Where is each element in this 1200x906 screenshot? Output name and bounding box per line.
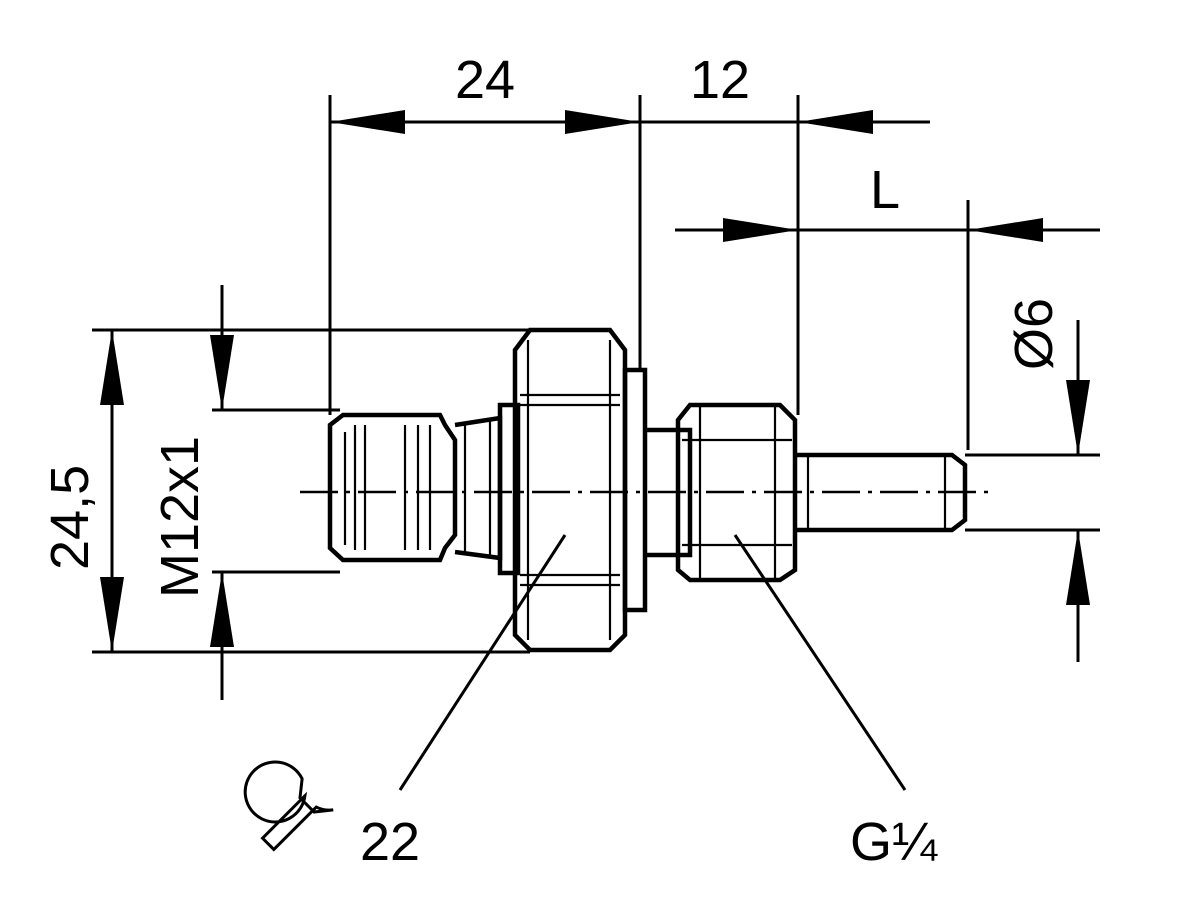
dimension-diameter-6: Ø6 [965,298,1100,662]
compression-fitting [675,402,798,583]
dimension-24-5: 24,5 [40,328,530,654]
connector-body [327,412,458,563]
dim-24-5-label: 24,5 [40,465,100,570]
dimension-24: 24 [328,50,642,415]
dim-thread-label: M12x1 [150,436,210,598]
part-outline [327,327,968,653]
dim-12-label: 12 [690,50,750,110]
dim-L-label: L [870,160,900,220]
washer [497,402,521,576]
dimension-L: L [675,160,1100,450]
thread-callout-label: G¼ [850,812,938,872]
wrench-icon [243,760,334,852]
dimension-12: 12 [640,50,930,415]
collar [622,367,648,613]
connector-neck [454,415,503,561]
dimension-M12x1: M12x1 [150,285,340,700]
wrench-size-label: 22 [360,812,420,872]
dim-diameter-label: Ø6 [1004,298,1064,370]
shaft [645,427,693,558]
dim-24-label: 24 [455,50,515,110]
leader-wrench [398,534,567,791]
leader-thread [733,534,907,791]
hex-nut [512,327,628,653]
